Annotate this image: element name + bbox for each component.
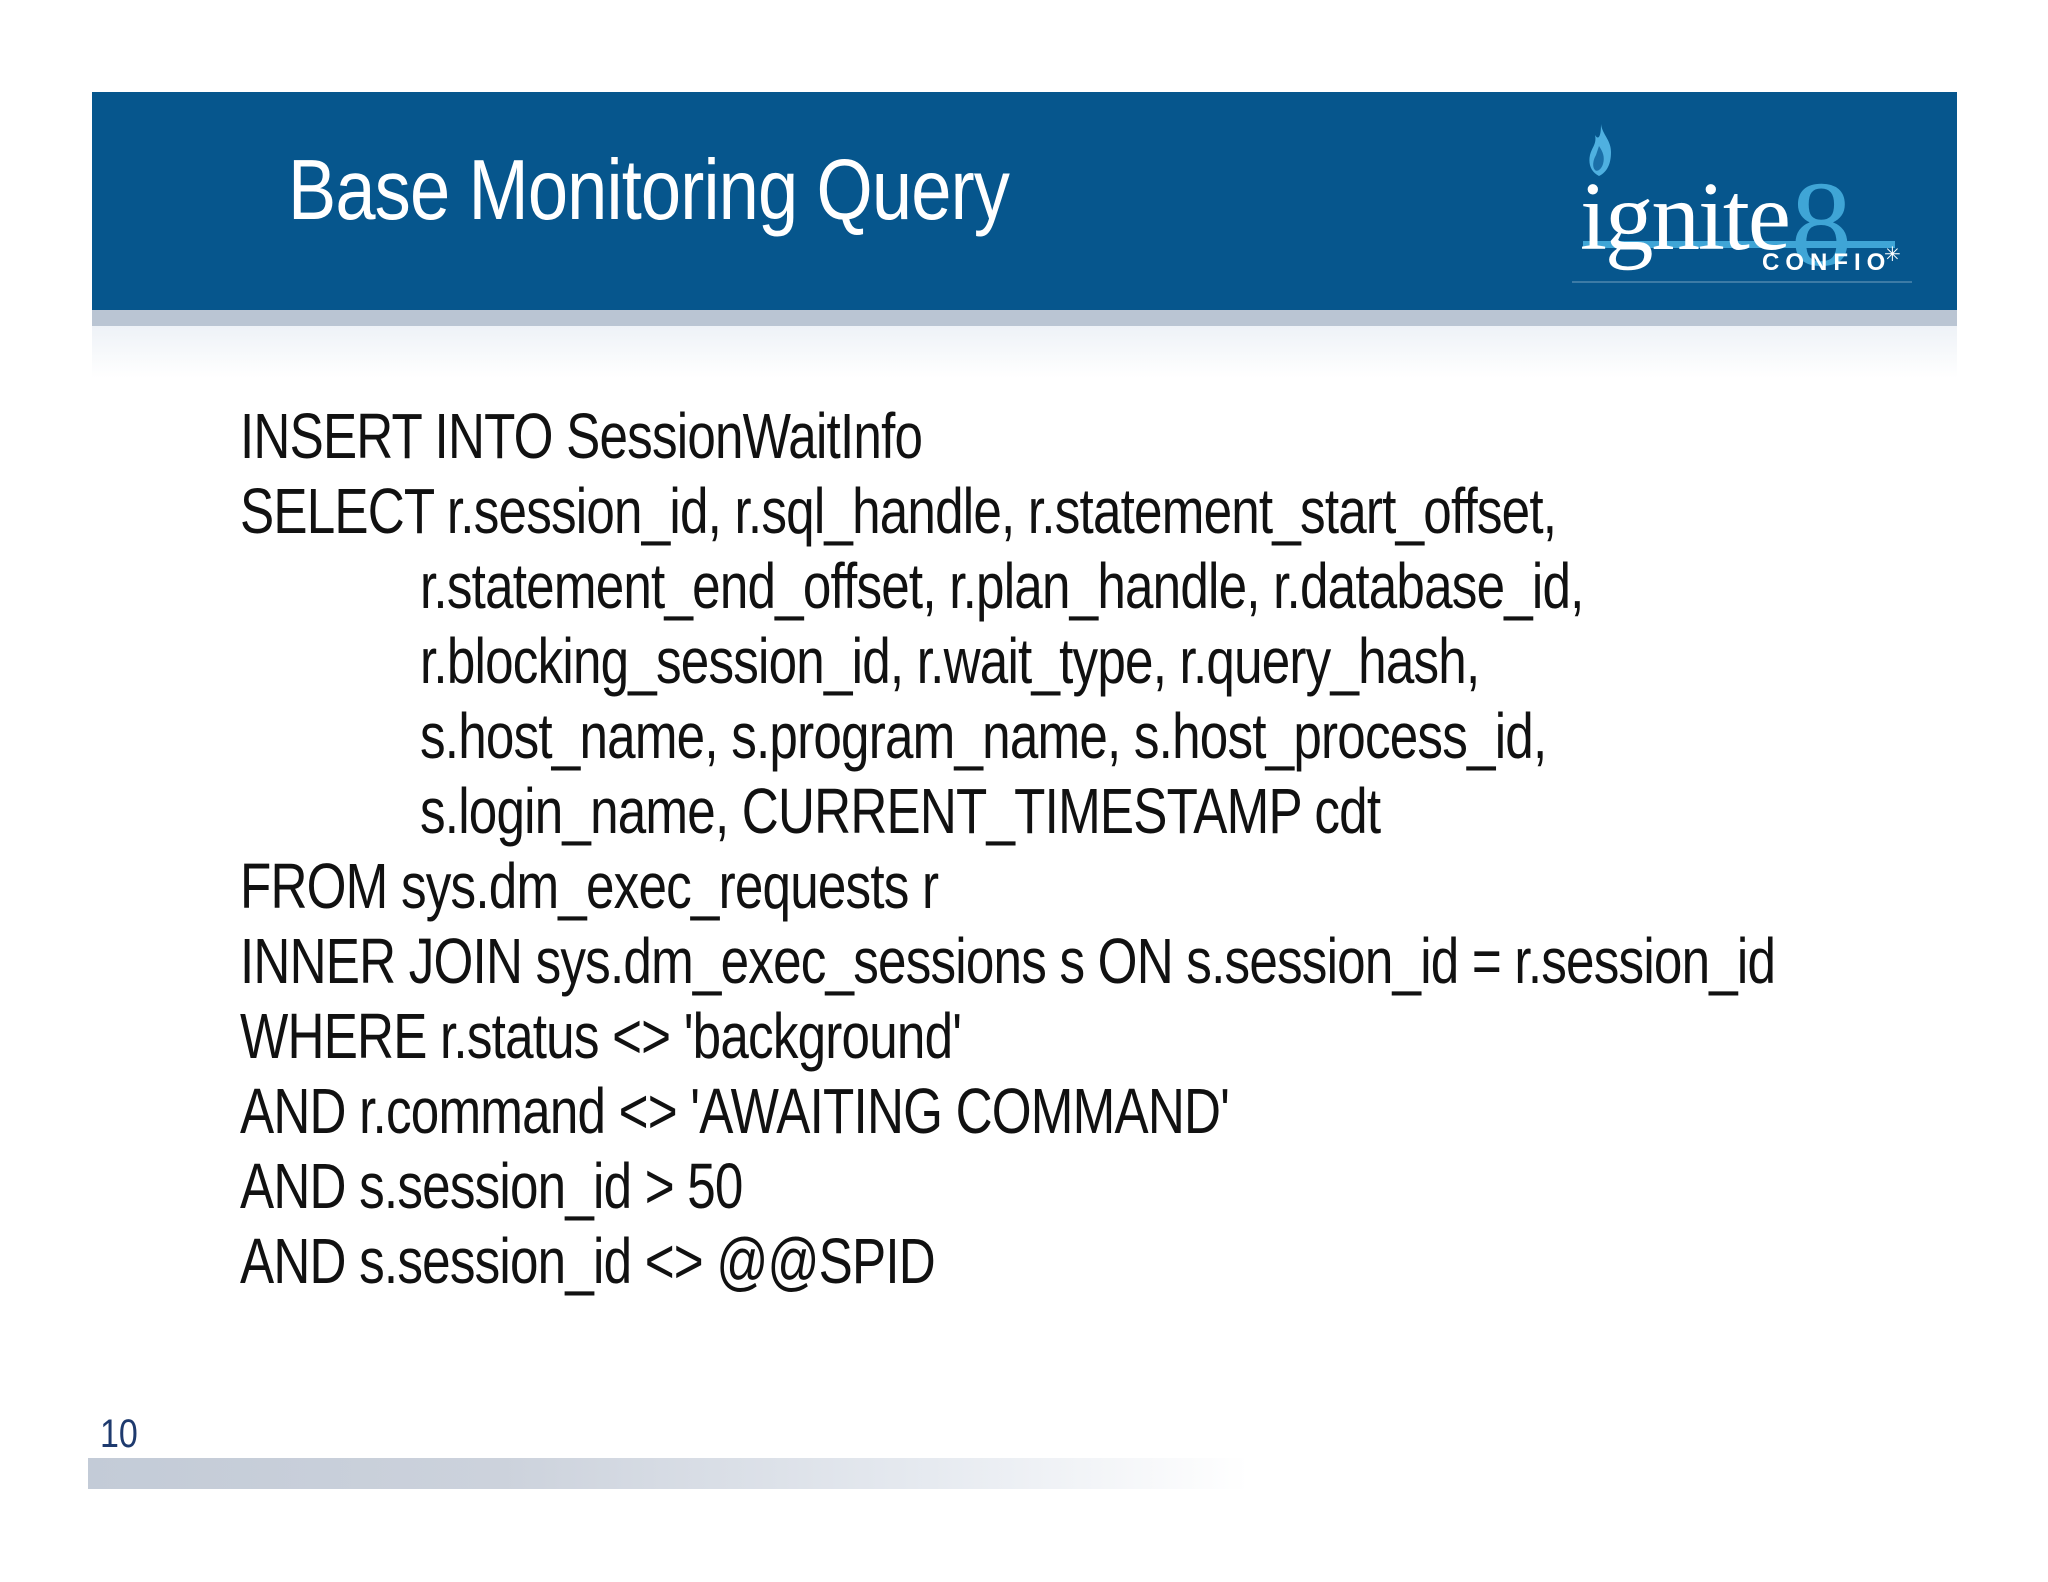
sql-line: r.statement_end_offset, r.plan_handle, r… <box>420 550 1584 622</box>
page-title: Base Monitoring Query <box>288 143 1010 238</box>
sql-query-block: INSERT INTO SessionWaitInfo SELECT r.ses… <box>240 399 1990 1299</box>
sql-line: FROM sys.dm_exec_requests r <box>240 850 939 922</box>
ignite-confio-logo: ignite8 CONFIO ✳ <box>1560 92 1960 310</box>
sql-line: INNER JOIN sys.dm_exec_sessions s ON s.s… <box>240 925 1776 997</box>
logo-brand-text: ignite <box>1580 163 1791 270</box>
sql-line: s.login_name, CURRENT_TIMESTAMP cdt <box>420 775 1381 847</box>
header-divider <box>92 310 1957 326</box>
sql-line: s.host_name, s.program_name, s.host_proc… <box>420 700 1547 772</box>
logo-underline <box>1583 241 1895 248</box>
sql-line: INSERT INTO SessionWaitInfo <box>240 400 923 472</box>
asterisk-icon: ✳ <box>1884 244 1901 266</box>
sql-line: WHERE r.status <> 'background' <box>240 1000 962 1072</box>
logo-brand: ignite8 <box>1580 157 1852 292</box>
header-bar <box>92 92 1957 310</box>
sql-line: SELECT r.session_id, r.sql_handle, r.sta… <box>240 475 1557 547</box>
page-number: 10 <box>100 1412 138 1456</box>
logo-company-name: CONFIO <box>1762 249 1892 276</box>
sql-line: AND s.session_id > 50 <box>240 1150 743 1222</box>
footer-gradient-bar <box>88 1458 1960 1489</box>
header-underglow <box>92 326 1957 378</box>
logo-faint-line <box>1572 281 1912 283</box>
sql-line: r.blocking_session_id, r.wait_type, r.qu… <box>420 625 1480 697</box>
logo-brand-accent: 8 <box>1790 157 1852 292</box>
sql-line: AND r.command <> 'AWAITING COMMAND' <box>240 1075 1230 1147</box>
sql-line: AND s.session_id <> @@SPID <box>240 1225 936 1297</box>
flame-icon <box>1586 124 1616 180</box>
